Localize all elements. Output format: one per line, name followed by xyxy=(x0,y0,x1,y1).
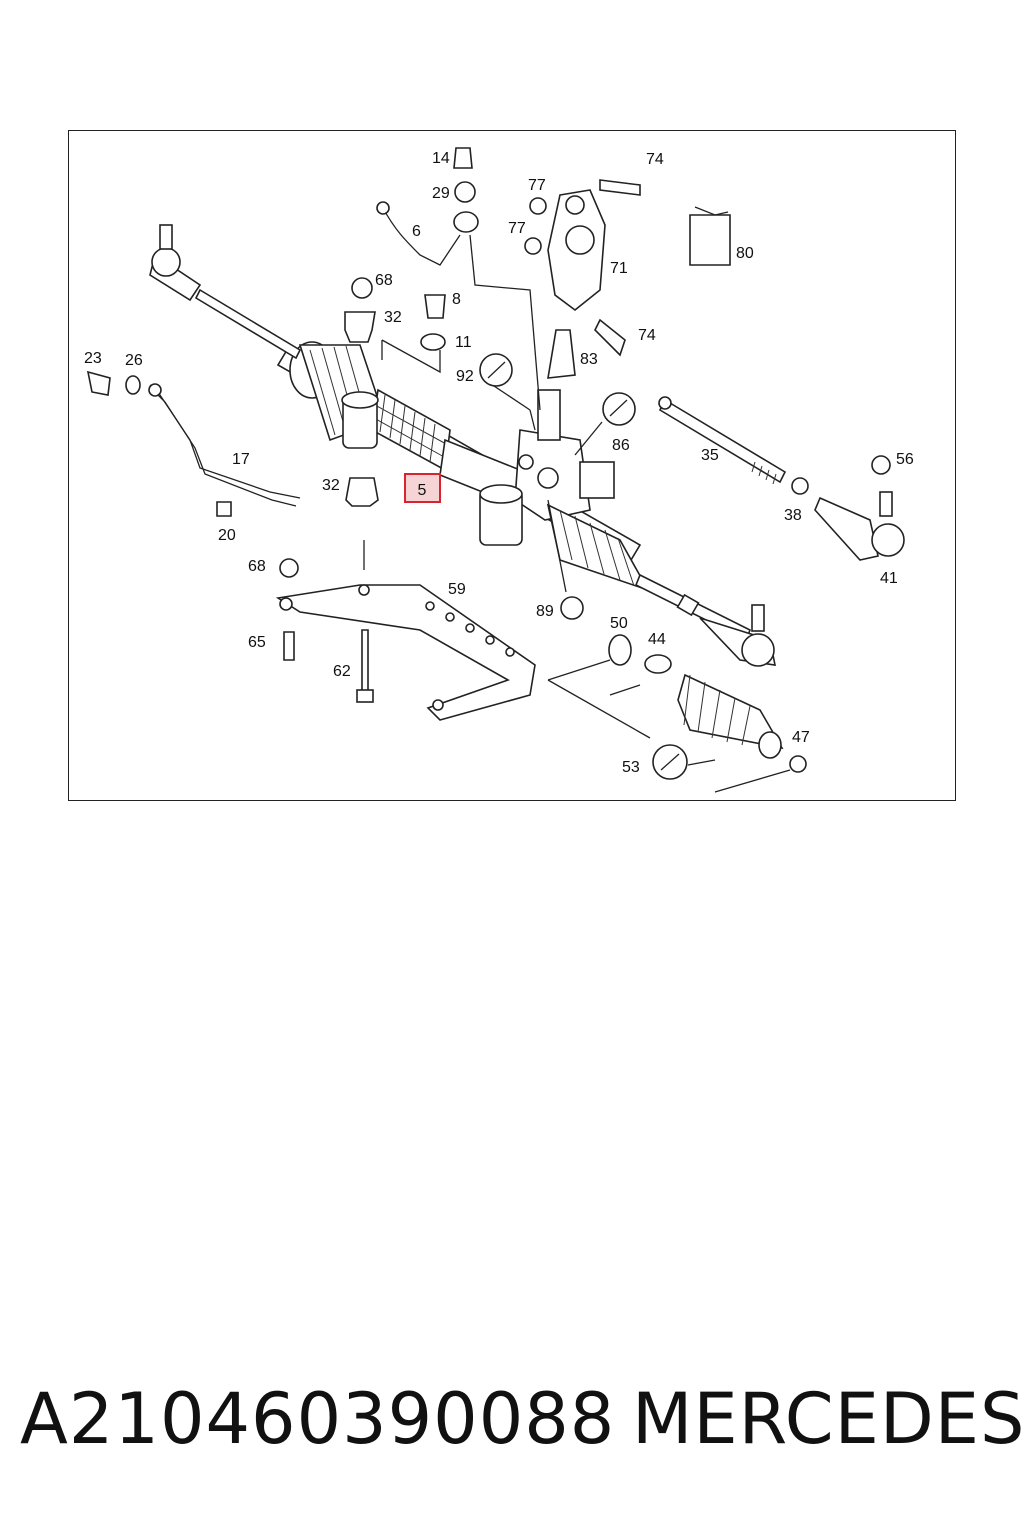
label-17: 17 xyxy=(232,451,250,468)
label-74-top: 74 xyxy=(646,151,664,168)
label-59: 59 xyxy=(448,581,466,598)
label-26: 26 xyxy=(125,352,143,369)
upper-components xyxy=(344,147,731,456)
steering-rack-diagram: 14 29 74 77 77 71 80 6 68 8 32 11 74 83 … xyxy=(84,147,914,793)
label-29: 29 xyxy=(432,185,450,202)
label-68-lower: 68 xyxy=(248,558,266,575)
label-11: 11 xyxy=(455,334,472,351)
highlight-part-5[interactable]: 5 xyxy=(404,473,441,503)
label-6: 6 xyxy=(412,223,421,240)
label-62: 62 xyxy=(333,663,351,680)
label-41: 41 xyxy=(880,570,898,587)
label-38: 38 xyxy=(784,507,802,524)
label-74-mid: 74 xyxy=(638,327,656,344)
label-23: 23 xyxy=(84,350,102,367)
label-71: 71 xyxy=(610,260,628,277)
callout-labels: 14 29 74 77 77 71 80 6 68 8 32 11 74 83 … xyxy=(84,150,914,776)
label-77-top: 77 xyxy=(528,177,546,194)
label-86: 86 xyxy=(612,437,630,454)
label-92: 92 xyxy=(456,368,474,385)
footer: A210460390088 MERCEDES xyxy=(20,1378,1024,1468)
right-components xyxy=(547,396,905,793)
label-65: 65 xyxy=(248,634,266,651)
label-83: 83 xyxy=(580,351,598,368)
label-53: 53 xyxy=(622,759,640,776)
label-77-lower: 77 xyxy=(508,220,526,237)
label-5: 5 xyxy=(418,482,427,499)
label-44: 44 xyxy=(648,631,666,648)
left-components xyxy=(86,370,536,721)
label-35: 35 xyxy=(701,447,719,464)
label-56: 56 xyxy=(896,451,914,468)
label-8: 8 xyxy=(452,291,461,308)
label-20: 20 xyxy=(218,527,236,544)
label-68-top: 68 xyxy=(375,272,393,289)
steering-rack-body xyxy=(149,224,777,667)
label-89: 89 xyxy=(536,603,554,620)
label-80: 80 xyxy=(736,245,754,262)
label-14: 14 xyxy=(432,150,450,167)
label-32-top: 32 xyxy=(384,309,402,326)
highlight-box xyxy=(404,473,441,503)
label-50: 50 xyxy=(610,615,628,632)
part-number: A210460390088 xyxy=(20,1378,616,1460)
brand-name: MERCEDES xyxy=(632,1378,1024,1460)
label-32-lower: 32 xyxy=(322,477,340,494)
label-47: 47 xyxy=(792,729,810,746)
diagram-frame xyxy=(68,130,956,801)
